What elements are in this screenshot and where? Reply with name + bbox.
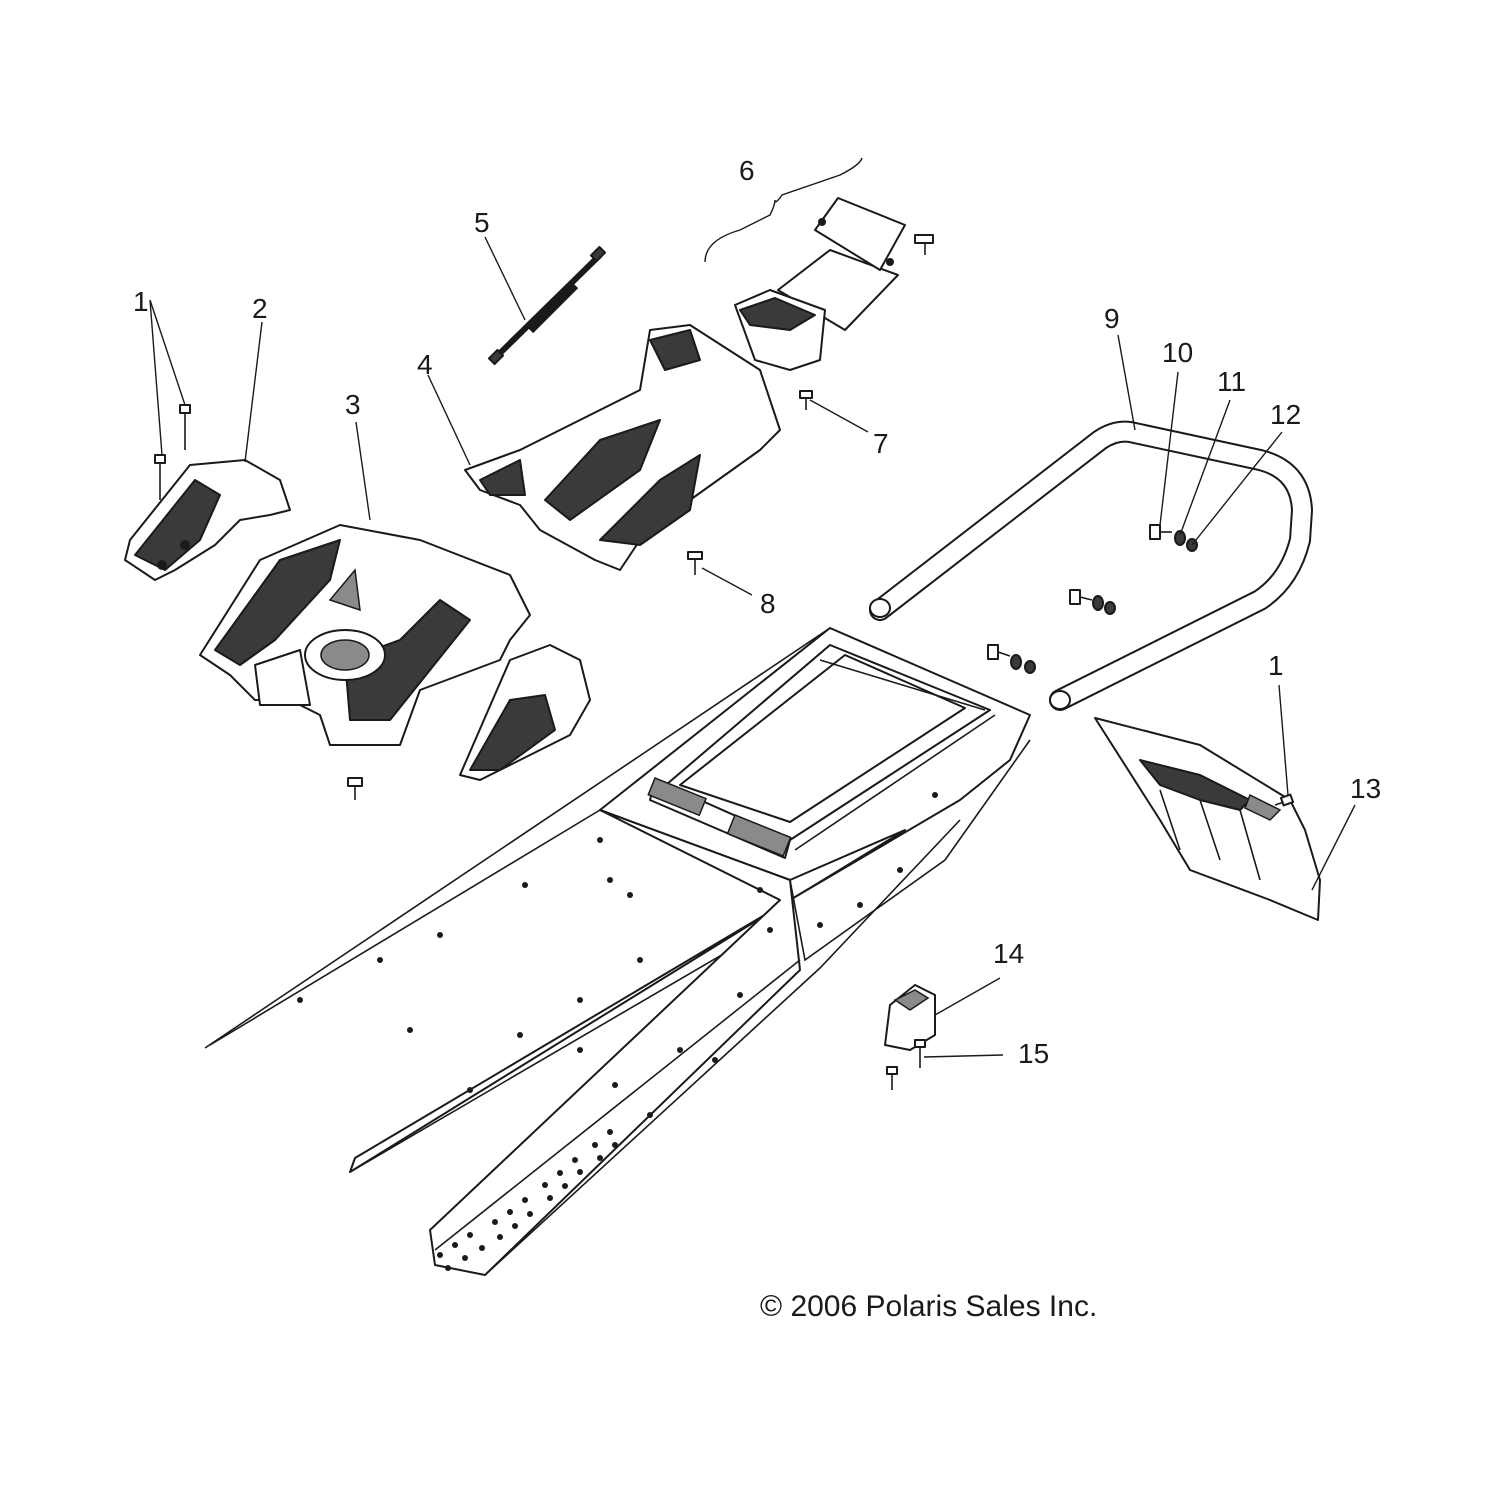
part-9-grab-bar: [869, 420, 1314, 711]
callout-13: 13: [1350, 773, 1381, 804]
callout-9: 9: [1104, 303, 1120, 334]
callout-15: 15: [1018, 1038, 1049, 1069]
callout-2: 2: [252, 293, 268, 324]
callout-3: 3: [345, 389, 361, 420]
part-15-rivets: [886, 1039, 926, 1090]
callout-10: 10: [1162, 337, 1193, 368]
part-2-side-panel: [124, 459, 291, 581]
callout-6: 6: [739, 155, 755, 186]
callout-11: 11: [1217, 366, 1246, 397]
part-13-snow-flap: [1094, 717, 1321, 921]
part-14-bracket: [884, 984, 936, 1051]
callout-1: 1: [133, 286, 149, 317]
callout-12: 12: [1270, 399, 1301, 430]
part-1-rivets-left: [154, 404, 191, 500]
callout-14: 14: [993, 938, 1024, 969]
part-3-right-piece: [459, 644, 591, 781]
tunnel-holes: [297, 792, 938, 1271]
copyright-notice: © 2006 Polaris Sales Inc.: [760, 1290, 1097, 1323]
parts-10-12-hardware: [987, 524, 1198, 674]
part-6-light-assembly: [704, 157, 934, 410]
callout-5: 5: [474, 207, 490, 238]
leader-lines: [149, 236, 1356, 1058]
part-4-tray: [464, 324, 781, 575]
callout-1-right: 1: [1268, 650, 1284, 681]
callout-7: 7: [873, 428, 889, 459]
callout-8: 8: [760, 588, 776, 619]
callout-4: 4: [417, 349, 433, 380]
part-5-gas-strut: [487, 245, 607, 366]
tunnel-assembly: [204, 627, 1031, 1276]
callout-labels: 1 2 3 4 5 6 7 8 9 10 11 12 1 13 14 15: [133, 155, 1381, 1069]
part-3-console: [199, 524, 531, 800]
